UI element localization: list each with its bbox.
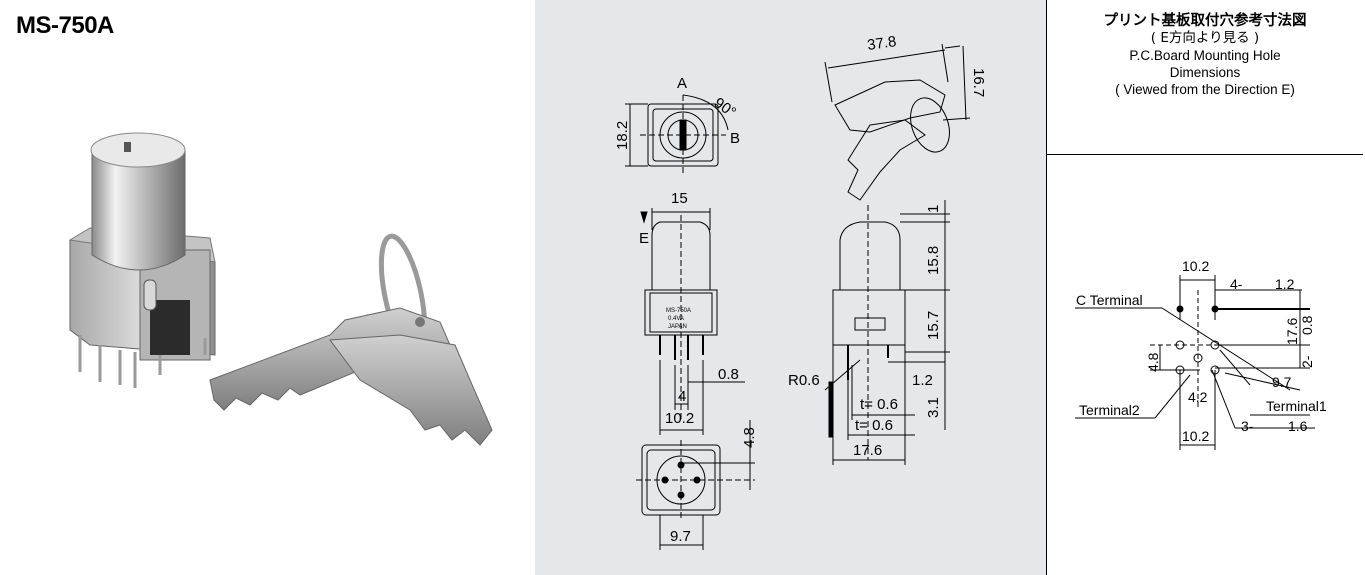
pcb-panel: プリント基板取付穴参考寸法図 ( E方向より見る ) P.C.Board Mou… [1046, 0, 1364, 575]
pcb-header-en3: ( Viewed from the Direction E) [1115, 82, 1295, 97]
key-height-label: 16.7 [970, 68, 987, 97]
pcb-dim-4-2: 4.2 [1188, 389, 1208, 405]
pcb-terminal2: Terminal2 [1079, 402, 1140, 418]
top-label: 1 [925, 205, 942, 213]
dimension-drawings: 18.2 A B 90° 37.8 16.7 15 E MS-750A 0.4V… [614, 33, 987, 550]
pcb-hole-drawing: 10.2 4- 1.2 C Terminal 17.6 0.8 2- 4.8 9… [1075, 258, 1327, 450]
pcb-c-terminal: C Terminal [1076, 292, 1143, 308]
pcb-hole-size-b: 1.6 [1288, 418, 1308, 434]
side-view-drawing [640, 208, 745, 435]
pcb-hole-count-a: 4- [1230, 276, 1243, 292]
pcb-terminal1: Terminal1 [1266, 398, 1327, 414]
dimension-drawing-panel: 18.2 A B 90° 37.8 16.7 15 E MS-750A 0.4V… [535, 0, 1046, 575]
key-width-label: 37.8 [866, 33, 897, 54]
pcb-dim-top: 10.2 [1182, 258, 1209, 274]
right-view-labels: 1 15.8 15.7 R0.6 1.2 3.1 t= 0.6 t= 0.6 1… [788, 205, 942, 459]
lower-label: 15.7 [925, 311, 942, 340]
pos-a-label: A [677, 75, 687, 92]
front-height-label: 18.2 [614, 121, 631, 150]
pitch-label: 4 [678, 388, 686, 405]
bottom-view-drawing [636, 420, 755, 550]
pcb-dim-4-8: 4.8 [1145, 352, 1161, 372]
pcb-dim-17-6: 17.6 [1284, 318, 1300, 345]
t1-label: t= 0.6 [860, 396, 898, 413]
direction-label: E [639, 230, 649, 247]
side-width-label: 15 [671, 190, 688, 207]
marking-line-1: MS-750A [666, 308, 691, 314]
pcb-dim-bottom: 10.2 [1182, 428, 1209, 444]
product-title: MS-750A [16, 12, 114, 39]
pcb-dim-2: 2- [1299, 355, 1315, 368]
front-view-drawing [625, 94, 729, 175]
pin-width-label: 1.2 [912, 372, 933, 389]
pos-b-label: B [730, 130, 740, 147]
t2-label: t= 0.6 [855, 417, 893, 434]
pin-length-label: 3.1 [925, 397, 942, 418]
angle-label: 90° [711, 94, 739, 121]
key-line-drawing [824, 43, 971, 201]
key-image [209, 233, 493, 446]
pcb-header-en2: Dimensions [1169, 65, 1241, 80]
upper-label: 15.8 [925, 246, 942, 275]
key-labels: 37.8 16.7 [866, 33, 987, 97]
radius-label: R0.6 [788, 372, 820, 389]
pcb-dim-9-7: 9.7 [1272, 374, 1292, 390]
marking-line-3: JAPAN [668, 324, 687, 330]
pcb-header-jp2: ( E方向より見る ) [1150, 30, 1260, 46]
right-view-drawing [824, 200, 950, 465]
base-label: 17.6 [853, 442, 882, 459]
bottom-view-labels: 4.8 9.7 [670, 427, 758, 545]
terminal-span-label: 10.2 [665, 410, 694, 427]
pcb-header: プリント基板取付穴参考寸法図 ( E方向より見る ) P.C.Board Mou… [1047, 0, 1363, 155]
switch-image [68, 132, 216, 388]
pcb-dim-0-8: 0.8 [1299, 315, 1315, 335]
pcb-header-jp: プリント基板取付穴参考寸法図 [1103, 13, 1307, 29]
product-photo [68, 132, 493, 446]
marking-line-2: 0.4VA [668, 316, 684, 322]
side-view-labels: 15 E MS-750A 0.4VA JAPAN 0.8 4 10.2 [639, 190, 739, 427]
pin-label: 0.8 [718, 366, 739, 383]
bottom-width-label: 9.7 [670, 528, 691, 545]
pcb-hole-size-a: 1.2 [1275, 276, 1295, 292]
pcb-hole-count-b: 3- [1241, 418, 1254, 434]
pcb-header-en1: P.C.Board Mounting Hole [1129, 48, 1281, 63]
product-photo-panel: MS-750A [0, 0, 535, 575]
bottom-offset-label: 4.8 [741, 427, 758, 448]
